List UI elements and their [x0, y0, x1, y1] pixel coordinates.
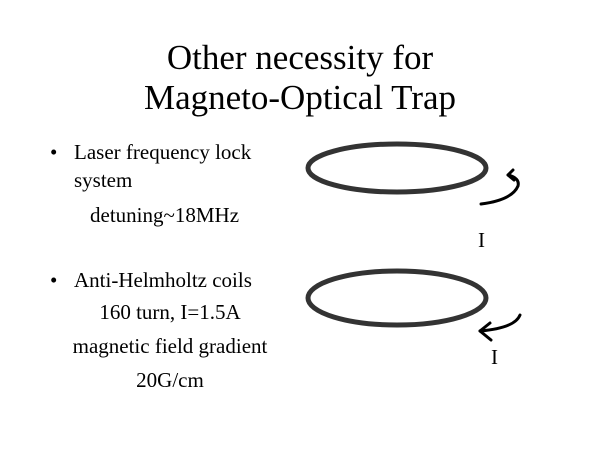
current-arrow-bottom-icon — [478, 313, 522, 342]
bottom-coil — [305, 268, 489, 328]
slide-title-line1: Other necessity for — [166, 38, 434, 77]
bullet-marker: • — [50, 268, 58, 292]
coils-turns: 160 turn, I=1.5A — [99, 300, 241, 324]
bullet-marker: • — [50, 140, 58, 164]
current-label-bottom: I — [491, 345, 498, 369]
coils-gradient-value: 20G/cm — [136, 368, 204, 392]
top-coil — [305, 141, 489, 195]
current-label-top: I — [478, 228, 485, 252]
laser-detuning: detuning~18MHz — [90, 203, 240, 227]
bullet-laser-line1: Laser frequency lock — [74, 140, 252, 164]
coils-gradient-label: magnetic field gradient — [72, 334, 268, 358]
slide-title-line2: Magneto-Optical Trap — [143, 78, 457, 117]
bullet-laser-line2: system — [74, 168, 133, 192]
bullet-coils-line1: Anti-Helmholtz coils — [74, 268, 252, 292]
current-arrow-top-icon — [479, 168, 520, 206]
